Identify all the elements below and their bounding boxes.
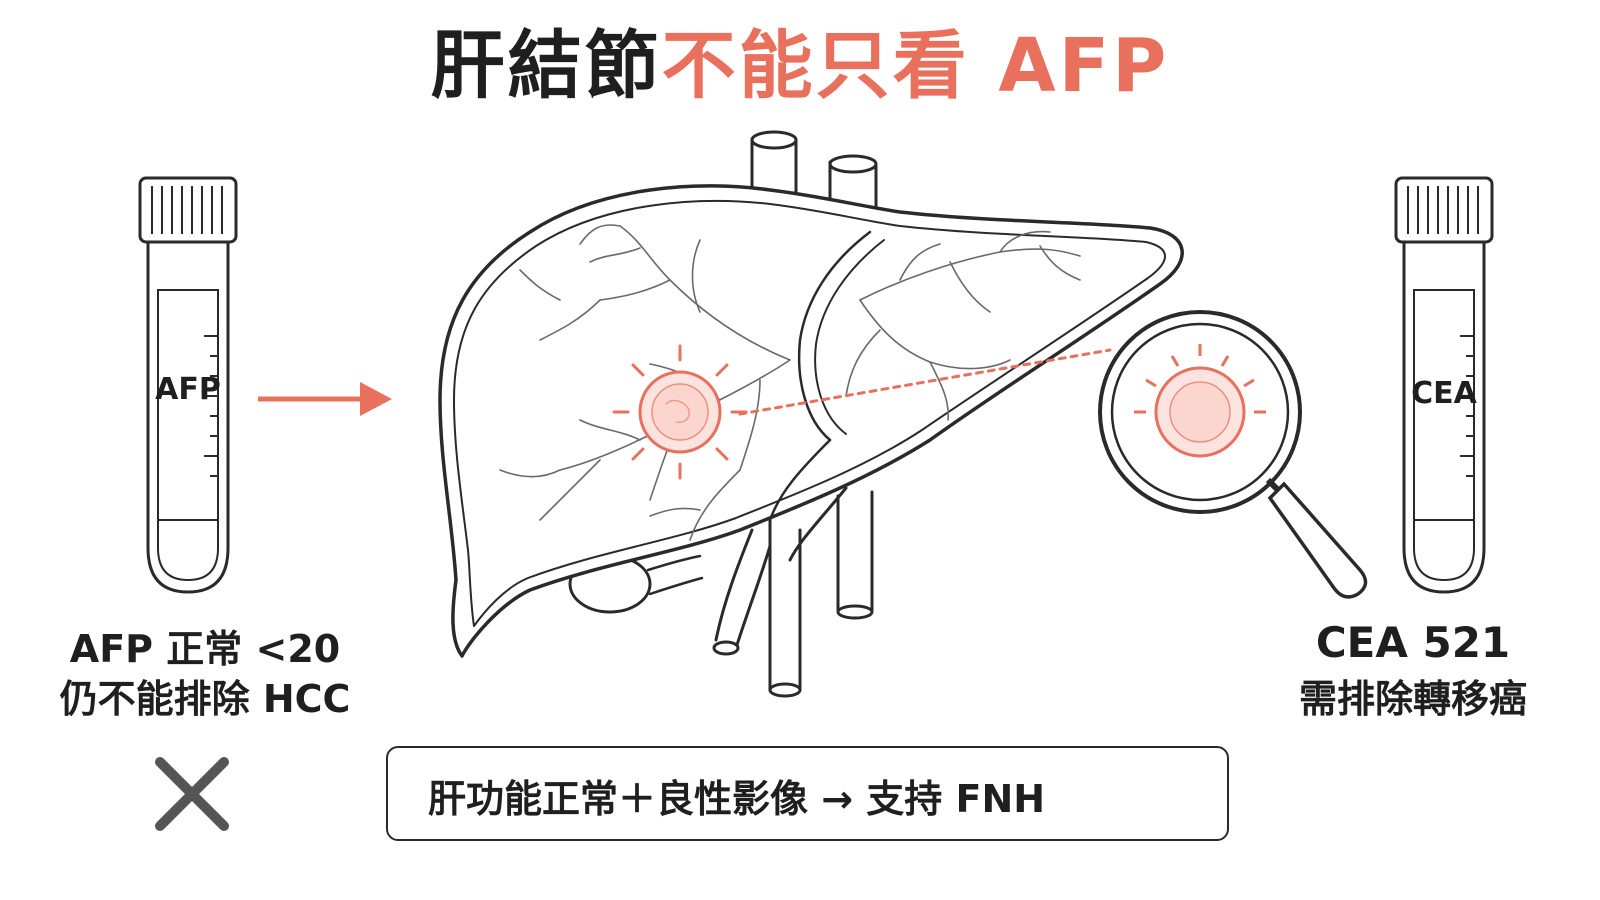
page-title: 肝結節不能只看 AFP	[0, 22, 1600, 111]
afp-tube-label: AFP	[155, 372, 221, 407]
liver-illustration	[438, 130, 1184, 698]
liver-lesion	[612, 344, 748, 480]
cea-test-tube	[1394, 176, 1494, 594]
cea-caption-line1: CEA 521	[1315, 618, 1511, 667]
title-accent: 不能只看 AFP	[661, 23, 1170, 109]
magnifier-icon	[1098, 310, 1368, 599]
afp-caption-line2: 仍不能排除 HCC	[59, 677, 351, 721]
afp-caption-line1: AFP 正常 <20	[69, 627, 341, 671]
vessels-top	[750, 130, 878, 210]
afp-test-tube	[138, 176, 238, 594]
title-dark: 肝結節	[430, 23, 662, 109]
conclusion-box: 肝功能正常＋良性影像 → 支持 FNH	[386, 746, 1229, 841]
zoom-connector	[738, 348, 1112, 416]
cross-icon	[155, 757, 229, 831]
conclusion-text: 肝功能正常＋良性影像 → 支持 FNH	[428, 777, 1046, 821]
vessels-bottom	[712, 486, 874, 698]
cea-caption-line2: 需排除轉移癌	[1298, 677, 1527, 721]
arrow-right-icon	[258, 382, 392, 416]
cea-tube-label: CEA	[1411, 376, 1477, 411]
